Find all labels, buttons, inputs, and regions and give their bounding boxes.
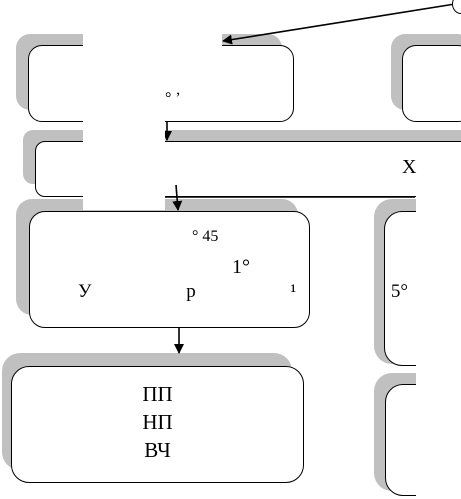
wide-box-label: Х — [402, 156, 417, 178]
box-mid-line-1: ° 45 — [192, 228, 219, 245]
box-bottom-line-2: НП — [142, 410, 173, 434]
box-bottom — [11, 366, 304, 483]
occlusion-right-strip — [416, 196, 461, 499]
box-right-top — [402, 45, 461, 122]
box-mid-line-3: У р ¹ 5° — [78, 281, 408, 302]
box-mid-line-2: 1° — [232, 256, 250, 278]
occlusion-right — [415, 142, 461, 196]
box-bottom-line-3: ВЧ — [144, 438, 171, 462]
box-bottom-text: ПП НП ВЧ — [11, 380, 304, 464]
occlusion-upper — [150, 0, 222, 46]
box-bottom-line-1: ПП — [142, 382, 173, 406]
box-1-label: ° ’ — [165, 90, 181, 107]
arrow-into-box-1 — [222, 3, 456, 45]
box-mid — [29, 211, 310, 328]
